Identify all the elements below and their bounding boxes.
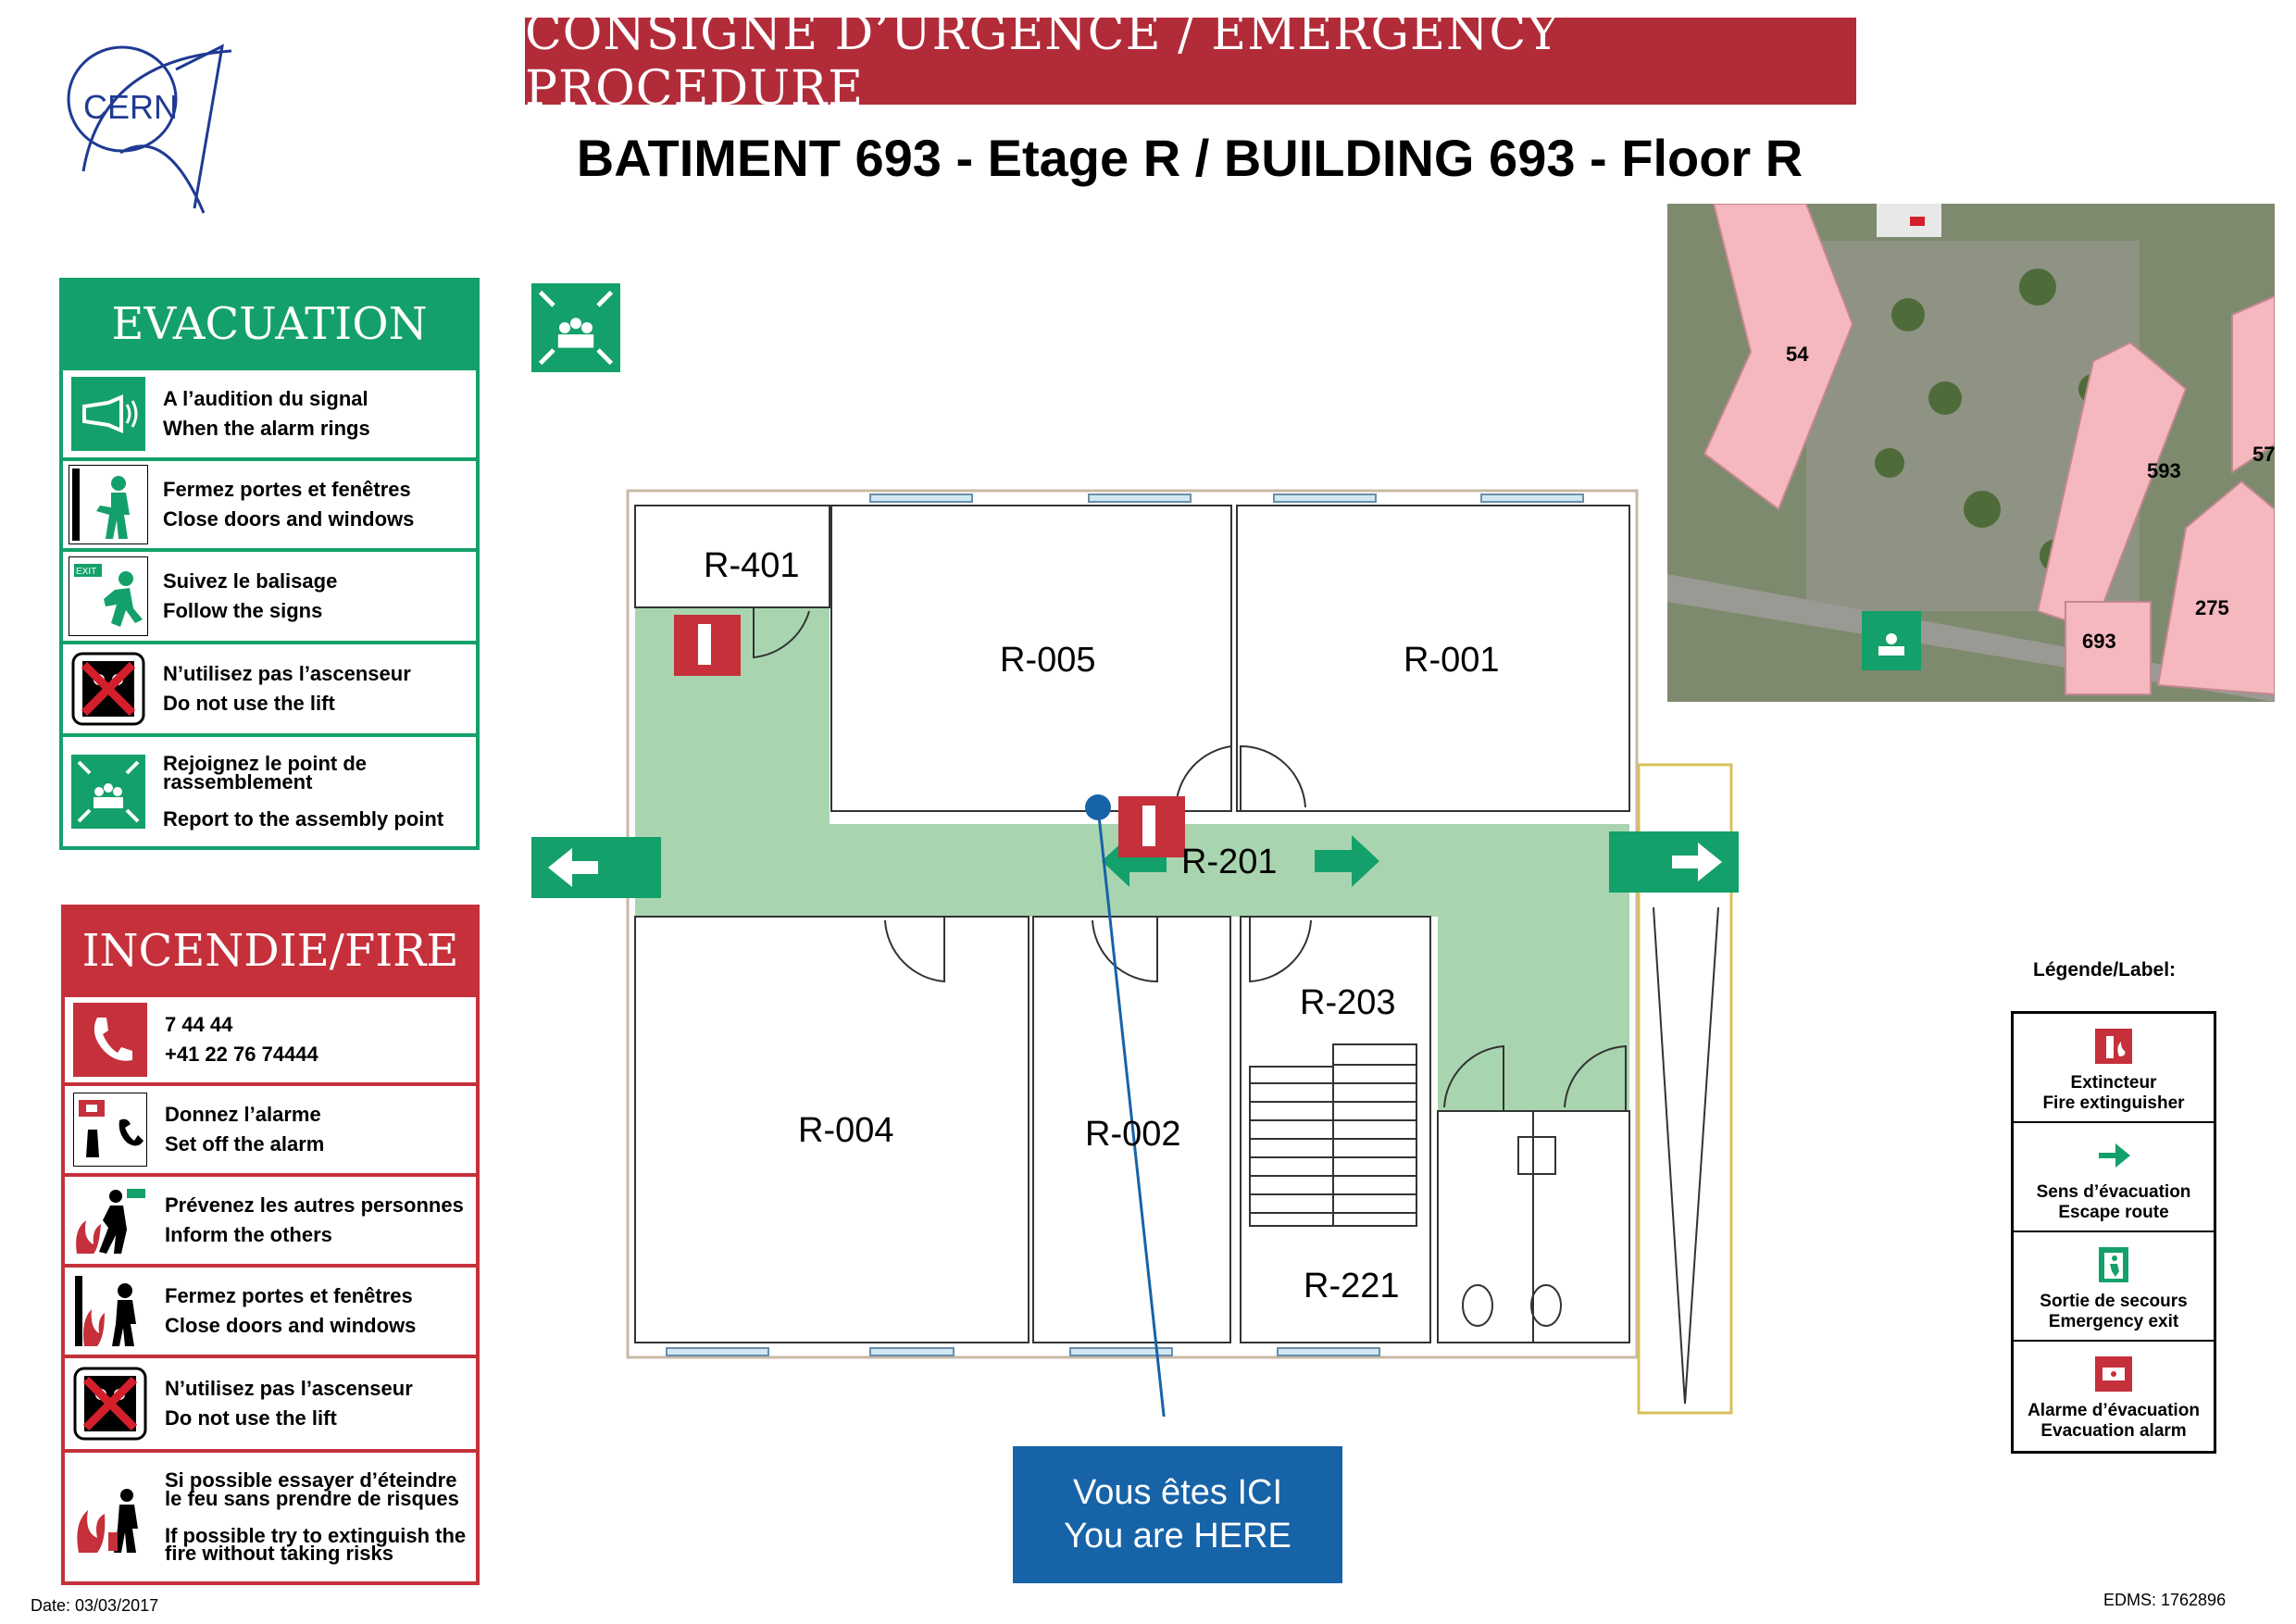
- svg-text:EXIT: EXIT: [76, 567, 96, 577]
- legend-text-fr: Extincteur: [2070, 1072, 2157, 1093]
- emergency-exit-icon: [2099, 1247, 2128, 1282]
- item-text-fr: Rejoignez le point de rassemblement: [163, 752, 368, 794]
- item-text-fr: Prévenez les autres personnes: [165, 1193, 464, 1217]
- item-text-en: Do not use the lift: [165, 1406, 337, 1430]
- legend-item: Extincteur Fire extinguisher: [2014, 1014, 2214, 1123]
- legend-title: Légende/Label:: [2033, 959, 2177, 981]
- header-banner: CONSIGNE D’URGENCE / EMERGENCY PROCEDURE: [525, 6, 1856, 117]
- cern-logo: [67, 44, 232, 214]
- you-are-here-en: You are HERE: [1064, 1517, 1292, 1555]
- extinguish-icon: [70, 1478, 150, 1557]
- item-text-fr: N’utilisez pas l’ascenseur: [163, 661, 411, 685]
- item-text-en: If possible try to extinguish the fire w…: [165, 1523, 467, 1566]
- building-label: 593: [2147, 459, 2181, 482]
- legend-item: Alarme d’évacuation Evacuation alarm: [2014, 1342, 2214, 1451]
- fire-item: 7 44 44 +41 22 76 74444: [65, 993, 476, 1082]
- legend-text-en: Evacuation alarm: [2040, 1420, 2187, 1441]
- alarm-button-icon: [70, 1090, 150, 1169]
- you-are-here-box: Vous êtes ICI You are HERE: [1013, 1446, 1342, 1583]
- close-door-icon: [69, 465, 148, 544]
- legend-text-en: Fire extinguisher: [2042, 1093, 2185, 1113]
- warn-others-icon: [70, 1181, 150, 1260]
- alarm-horn-icon: [69, 374, 148, 454]
- cern-logo-text: CERN: [83, 88, 179, 126]
- evacuation-alarm-icon: [2095, 1356, 2132, 1392]
- no-lift-icon: [70, 1364, 150, 1443]
- fire-item: N’utilisez pas l’ascenseur Do not use the…: [65, 1355, 476, 1449]
- item-text-fr: Fermez portes et fenêtres: [163, 477, 411, 501]
- legend-text-fr: Sortie de secours: [2040, 1291, 2188, 1311]
- item-text-fr: A l’audition du signal: [163, 386, 368, 410]
- you-are-here-fr: Vous êtes ICI: [1072, 1472, 1282, 1512]
- phone-icon: [70, 1000, 150, 1080]
- item-text-en: Follow the signs: [163, 599, 323, 622]
- item-text-en: Set off the alarm: [165, 1132, 325, 1156]
- item-text-en: +41 22 76 74444: [165, 1043, 318, 1066]
- footer-edms: EDMS: 1762896: [2103, 1591, 2227, 1609]
- building-label: 693: [2082, 630, 2116, 653]
- building-label: 57: [2252, 443, 2275, 466]
- item-text-en: Report to the assembly point: [163, 806, 444, 831]
- item-text-fr: 7 44 44: [165, 1012, 233, 1036]
- room-label: R-004: [798, 1111, 894, 1150]
- fire-panel: INCENDIE/FIRE 7 44 44 +41 22 76 74444 Don…: [61, 905, 480, 1585]
- item-text-fr: Suivez le balisage: [163, 568, 338, 593]
- fire-title: INCENDIE/FIRE: [65, 908, 476, 993]
- footer-date: Date: 03/03/2017: [31, 1596, 159, 1615]
- item-text-fr: N’utilisez pas l’ascenseur: [165, 1376, 413, 1400]
- item-text-en: Do not use the lift: [163, 692, 335, 715]
- fire-item: Si possible essayer d’éteindre le feu sa…: [65, 1449, 476, 1581]
- escape-arrow-icon: [2099, 1143, 2130, 1168]
- assembly-point-icon: [531, 283, 620, 372]
- item-text-en: Inform the others: [165, 1223, 332, 1246]
- no-lift-icon: [69, 649, 148, 729]
- item-text-fr: Donnez l’alarme: [165, 1102, 321, 1126]
- legend-item: Sens d’évacuation Escape route: [2014, 1123, 2214, 1232]
- item-text-en: Close doors and windows: [165, 1314, 417, 1337]
- aerial-map: 54 593 57 275 693: [1667, 204, 2275, 702]
- close-door-fire-icon: [70, 1271, 150, 1351]
- room-label: R-001: [1404, 641, 1500, 680]
- building-label: 275: [2195, 596, 2229, 619]
- item-text-en: When the alarm rings: [163, 417, 370, 440]
- evacuation-item: N’utilisez pas l’ascenseur Do not use the…: [63, 641, 476, 733]
- assembly-point-icon: [69, 752, 148, 831]
- room-label: R-002: [1085, 1115, 1181, 1154]
- item-text-fr: Fermez portes et fenêtres: [165, 1283, 413, 1307]
- floor-plan: R-401 R-005 R-001 R-201 R-004 R-002 R-20…: [518, 269, 1852, 1417]
- legend: Extincteur Fire extinguisher Sens d’évac…: [2011, 1011, 2216, 1454]
- legend-text-en: Escape route: [2058, 1202, 2169, 1222]
- room-label: R-201: [1181, 843, 1278, 881]
- room-label: R-401: [704, 546, 800, 585]
- page-subtitle: BATIMENT 693 - Etage R / BUILDING 693 - …: [576, 129, 1803, 187]
- room-label: R-005: [1000, 641, 1096, 680]
- item-text-en: Close doors and windows: [163, 507, 415, 531]
- legend-text-en: Emergency exit: [2048, 1311, 2179, 1331]
- exit-runner-icon: EXIT: [69, 556, 148, 636]
- evacuation-title: EVACUATION: [63, 281, 476, 367]
- legend-item: Sortie de secours Emergency exit: [2014, 1232, 2214, 1342]
- building-label: 54: [1786, 343, 1809, 366]
- legend-text-fr: Alarme d’évacuation: [2028, 1400, 2200, 1420]
- item-text-fr: Si possible essayer d’éteindre le feu sa…: [165, 1468, 459, 1510]
- legend-text-fr: Sens d’évacuation: [2036, 1181, 2191, 1202]
- fire-extinguisher-icon: [2095, 1029, 2132, 1064]
- room-label: R-221: [1304, 1267, 1400, 1305]
- room-label: R-203: [1300, 983, 1396, 1022]
